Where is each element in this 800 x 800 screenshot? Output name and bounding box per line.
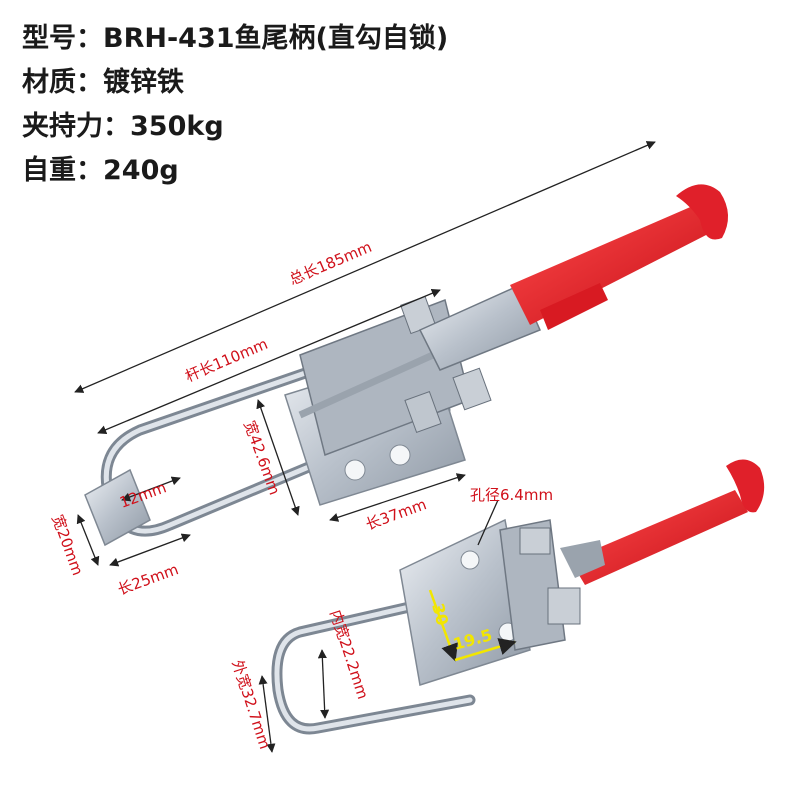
nut xyxy=(547,587,581,625)
label-total-length: 总长185mm xyxy=(287,238,375,289)
handle-large xyxy=(510,184,729,330)
label-hole-diameter: 孔径6.4mm xyxy=(470,486,553,504)
spec-clamp-force: 夹持力：350kg xyxy=(22,111,224,142)
nut xyxy=(519,527,551,555)
spec-model: 型号：BRH-431鱼尾柄(直勾自锁) xyxy=(22,23,449,54)
handle-small xyxy=(560,459,765,585)
u-hook-small xyxy=(271,594,476,735)
spec-material: 材质：镀锌铁 xyxy=(22,67,184,98)
label-outer-width: 外宽32.7mm xyxy=(228,658,274,752)
dimension-lines xyxy=(74,141,656,753)
label-length-25: 长25mm xyxy=(115,560,181,599)
label-length-37: 长37mm xyxy=(363,495,429,534)
label-rod-length: 杆长110mm xyxy=(183,335,271,386)
clamp-large xyxy=(84,184,729,547)
